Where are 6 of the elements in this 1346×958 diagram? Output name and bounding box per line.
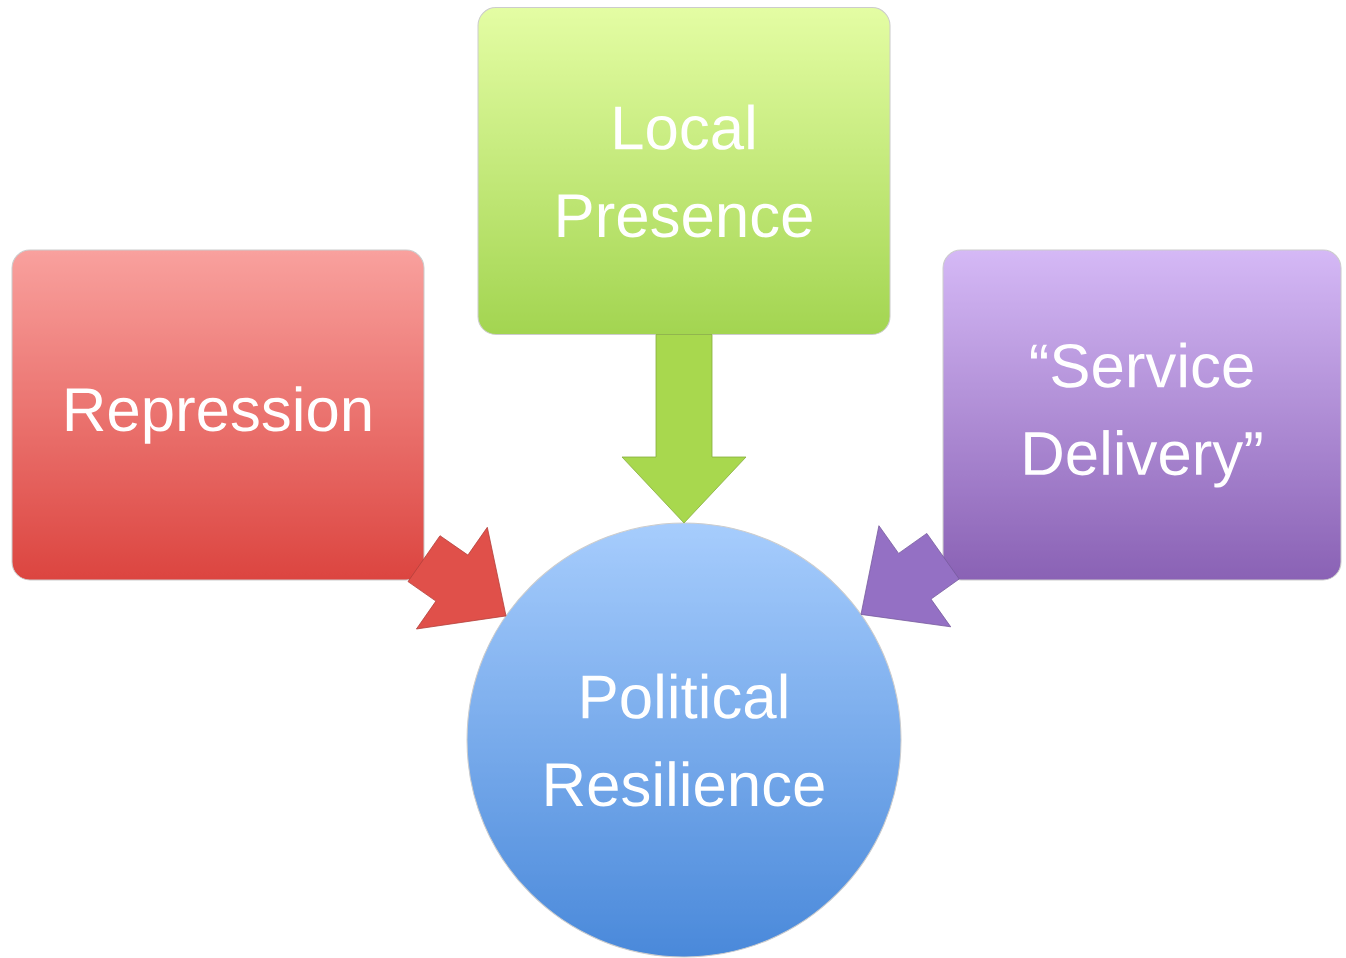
process-box: “Service Delivery” [942,249,1342,581]
process-box: Local Presence [477,7,891,335]
process-box: Repression [11,249,425,581]
block-arrow [860,525,960,628]
block-arrow [407,526,507,630]
block-arrow [621,334,747,524]
